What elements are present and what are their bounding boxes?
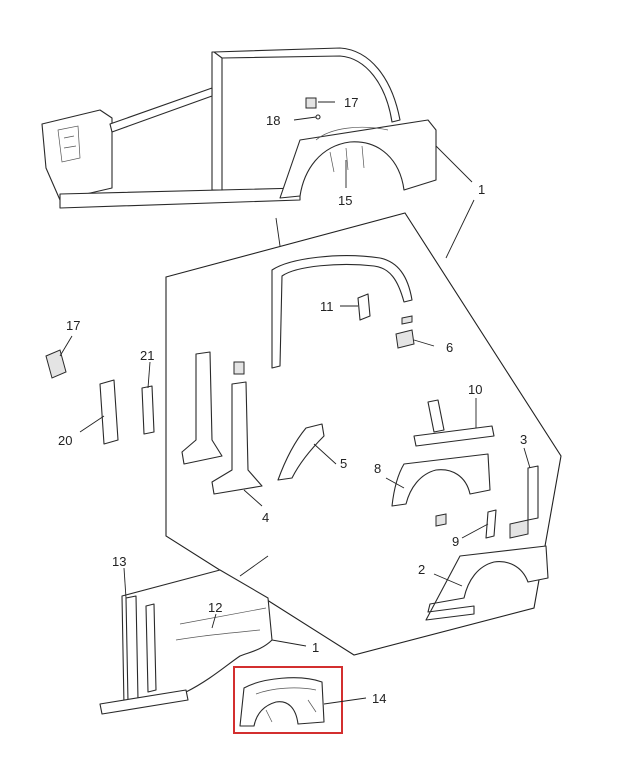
body-side-assembly-top[interactable] xyxy=(41,47,437,209)
part-5-wheelhouse-front[interactable] xyxy=(277,423,325,481)
callout-5: 5 xyxy=(340,456,347,471)
roof-hoop-exploded[interactable] xyxy=(271,255,413,369)
part-10-rail[interactable] xyxy=(413,399,495,447)
exploded-view-frame xyxy=(165,212,562,656)
part-9-bracket[interactable] xyxy=(435,509,529,539)
callout-13: 13 xyxy=(112,554,126,569)
part-21-pillar-piece[interactable] xyxy=(141,385,155,435)
callout-10: 10 xyxy=(468,382,482,397)
callout-1-bottom: 1 xyxy=(312,640,319,655)
callouts: 1 17 18 15 11 6 10 3 5 8 4 9 2 17 21 20 … xyxy=(58,95,527,706)
callout-12: 12 xyxy=(208,600,222,615)
callout-21: 21 xyxy=(140,348,154,363)
part-4-b-pillar-inner[interactable] xyxy=(181,351,263,495)
part-17-left-bracket[interactable] xyxy=(45,349,67,379)
callout-18: 18 xyxy=(266,113,280,128)
callout-15: 15 xyxy=(338,193,352,208)
part-3-panel[interactable] xyxy=(527,465,539,521)
callout-17-left: 17 xyxy=(66,318,80,333)
highlight-box-part-14 xyxy=(233,666,343,734)
part-2-quarter-outer[interactable] xyxy=(425,545,549,621)
callout-20: 20 xyxy=(58,433,72,448)
part-20-pillar-piece[interactable] xyxy=(99,379,119,445)
part-6-bracket[interactable] xyxy=(395,315,415,349)
callout-3: 3 xyxy=(520,432,527,447)
part-14-wheelhouse-liner[interactable] xyxy=(239,677,325,727)
callout-11: 11 xyxy=(320,299,334,314)
callout-8: 8 xyxy=(374,461,381,476)
body-side-assembly-bottom[interactable] xyxy=(99,569,273,715)
callout-17-top: 17 xyxy=(344,95,358,110)
callout-6: 6 xyxy=(446,340,453,355)
callout-4: 4 xyxy=(262,510,269,525)
part-8-wheelhouse-rear[interactable] xyxy=(391,453,491,507)
leader-lines xyxy=(59,101,531,705)
part-11-bracket[interactable] xyxy=(357,293,371,321)
callout-2: 2 xyxy=(418,562,425,577)
callout-9: 9 xyxy=(452,534,459,549)
callout-1-top: 1 xyxy=(478,182,485,197)
callout-14: 14 xyxy=(372,691,386,706)
